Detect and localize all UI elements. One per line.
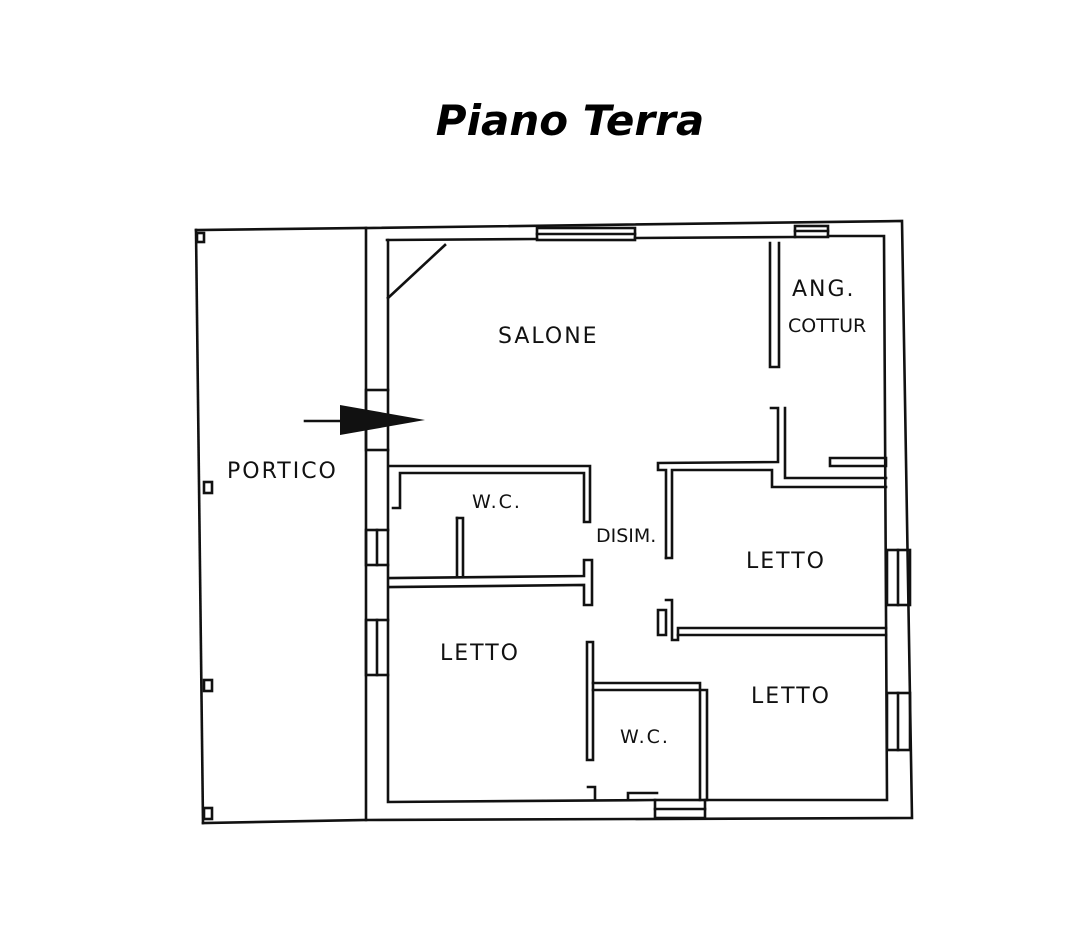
room-label-salone: SALONE <box>498 324 599 349</box>
room-label-letto: LETTO <box>440 641 520 666</box>
room-label-portico: PORTICO <box>227 459 338 484</box>
portico-outline <box>194 226 368 825</box>
room-label-disimpegno: DISIM. <box>596 525 656 547</box>
entrance-arrow-icon <box>303 405 425 435</box>
room-label-wc: W.C. <box>620 726 670 748</box>
windows <box>364 224 912 820</box>
room-label-cottura: COTTUR <box>788 315 866 337</box>
room-label-wc: W.C. <box>472 491 522 513</box>
room-label-ang: ANG. <box>792 277 856 302</box>
room-label-letto: LETTO <box>746 549 826 574</box>
room-label-letto: LETTO <box>751 684 831 709</box>
plan-title: Piano Terra <box>435 96 705 145</box>
interior-walls <box>386 241 888 802</box>
